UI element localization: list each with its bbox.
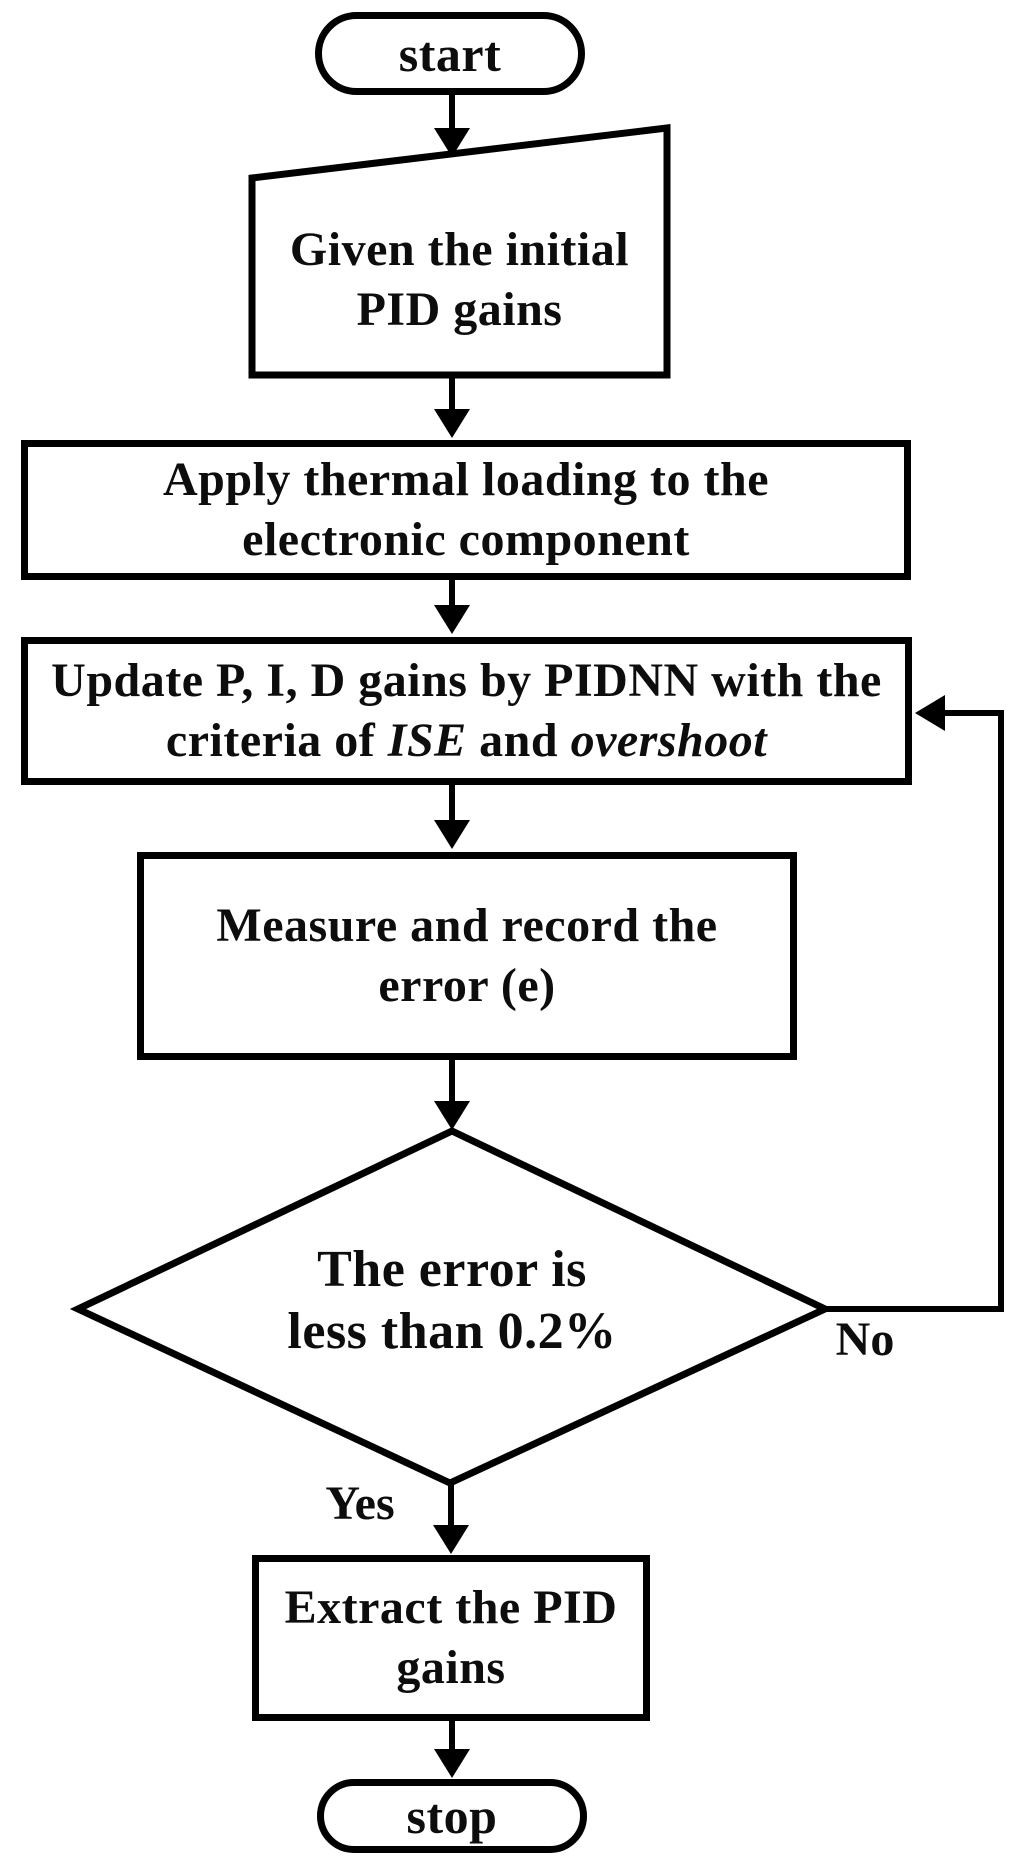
update-line2-ise: ISE [387, 714, 467, 767]
yes-label: Yes [325, 1477, 395, 1530]
node-start: start [315, 12, 585, 95]
decision-line2: less than 0.2% [287, 1302, 617, 1360]
edge-apply-to-update [434, 579, 470, 634]
extract-line2: gains [396, 1641, 506, 1694]
node-manual-input: Given the initial PID gains [252, 185, 667, 375]
node-measure-error: Measure and record the error (e) [137, 852, 797, 1060]
edge-yes-to-extract [433, 1483, 469, 1554]
node-apply-thermal: Apply thermal loading to the electronic … [21, 440, 911, 580]
extract-line1: Extract the PID [284, 1581, 618, 1634]
measure-line2: error (e) [378, 959, 556, 1012]
apply-line1: Apply thermal loading to the [162, 453, 770, 506]
start-label: start [398, 25, 502, 82]
manual-input-line1: Given the initial [289, 223, 630, 276]
update-line2: criteria of ISE and overshoot [166, 711, 767, 771]
node-stop: stop [317, 1779, 587, 1853]
node-extract-gains: Extract the PID gains [252, 1555, 650, 1721]
edge-input-to-apply [434, 375, 470, 438]
manual-input-shape [248, 124, 671, 379]
decision-line1: The error is [317, 1240, 587, 1298]
node-update-gains: Update P, I, D gains by PIDNN with the c… [21, 637, 912, 785]
manual-input-line2: PID gains [356, 283, 563, 336]
update-line2-overshoot: overshoot [570, 714, 768, 767]
edge-start-to-input [434, 92, 470, 157]
edge-measure-to-decision [434, 1060, 470, 1130]
update-line2-mid: and [466, 714, 571, 767]
node-decision: The error is less than 0.2% [152, 1218, 752, 1383]
edge-no-loop [825, 695, 1004, 1312]
apply-line2: electronic component [242, 513, 690, 566]
edge-extract-to-stop [434, 1720, 470, 1778]
measure-line1: Measure and record the [216, 899, 718, 952]
edge-update-to-measure [434, 785, 470, 849]
no-label: No [835, 1313, 895, 1366]
stop-label: stop [406, 1788, 498, 1844]
update-line2-pre: criteria of [165, 714, 388, 767]
update-line1: Update P, I, D gains by PIDNN with the [51, 654, 882, 707]
